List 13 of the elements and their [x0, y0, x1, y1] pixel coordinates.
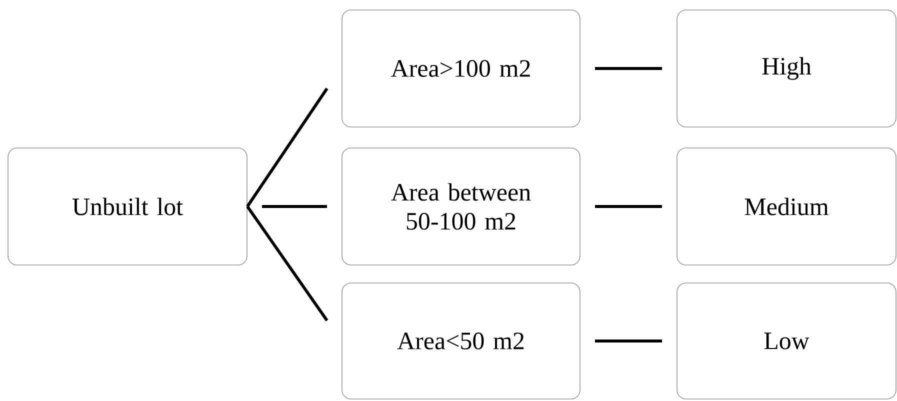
connector-line [595, 204, 662, 208]
process-box: Unbuilt lot [8, 148, 248, 266]
process-box: Area>100 m2 [342, 10, 580, 128]
connector-line [246, 206, 328, 322]
connector-line [246, 88, 328, 208]
process-box: Area between 50-100 m2 [342, 148, 580, 266]
process-box: High [676, 10, 896, 128]
process-box: Low [676, 282, 896, 400]
connector-line [262, 204, 327, 208]
connector-line [595, 339, 662, 342]
process-box: Medium [676, 148, 896, 266]
connector-line [595, 67, 662, 70]
process-box: Area<50 m2 [342, 282, 580, 400]
